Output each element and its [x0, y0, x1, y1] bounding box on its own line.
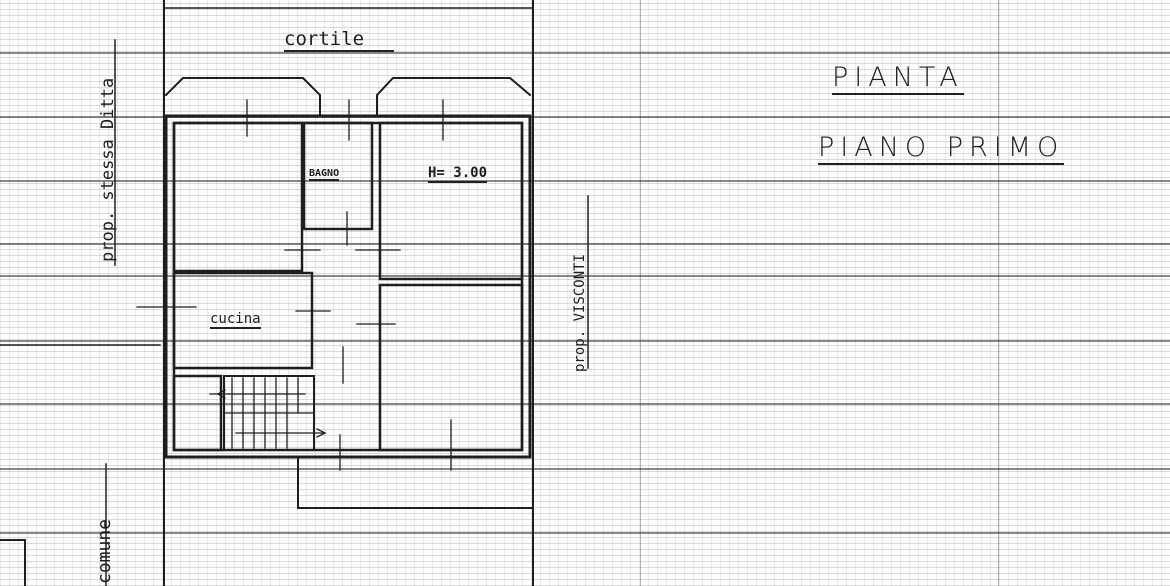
grid-line	[0, 52, 1170, 54]
bottom-left-label: comune	[94, 518, 115, 584]
left-neighbor-label: prop. stessa Ditta	[98, 77, 118, 262]
room-label-bagno: BAGNO	[309, 168, 340, 181]
grid-line	[0, 116, 1170, 118]
grid-line	[0, 532, 1170, 534]
grid-line	[0, 403, 1170, 405]
ceiling-height-label: H= 3.00	[428, 165, 488, 183]
grid-line	[0, 180, 1170, 182]
grid-line	[998, 0, 1000, 586]
title-piano-primo: PIANO PRIMO	[818, 132, 1065, 165]
title-pianta: PIANTA	[832, 62, 964, 95]
grid-line	[640, 0, 642, 586]
grid-line	[0, 243, 1170, 245]
room-label-cucina: cucina	[210, 311, 261, 329]
courtyard-label: cortile	[284, 28, 395, 52]
grid-line	[0, 275, 1170, 277]
grid-line	[0, 340, 1170, 342]
grid-line	[0, 468, 1170, 470]
right-neighbor-label: prop. VISCONTI	[572, 253, 588, 372]
